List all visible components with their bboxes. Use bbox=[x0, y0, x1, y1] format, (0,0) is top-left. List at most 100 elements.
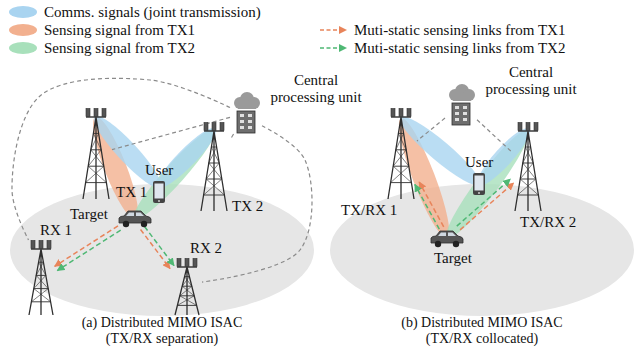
antenna-panel bbox=[407, 109, 411, 117]
antenna-panel bbox=[212, 123, 216, 131]
antenna-panel bbox=[102, 109, 106, 117]
tower-brace bbox=[86, 166, 107, 182]
phone-button bbox=[158, 200, 160, 202]
comms-beam bbox=[394, 110, 486, 192]
tower-brace bbox=[525, 147, 530, 148]
tower-legs bbox=[515, 131, 541, 211]
node-label: TX 2 bbox=[232, 198, 263, 215]
legend-swatch bbox=[9, 24, 37, 36]
antenna-panel bbox=[39, 241, 43, 249]
tower-brace bbox=[182, 277, 192, 287]
antenna-panel bbox=[391, 109, 395, 117]
ground-area bbox=[10, 184, 314, 316]
phone-screen bbox=[475, 176, 484, 191]
tower-node: TX 1 bbox=[80, 108, 112, 200]
tower-icon bbox=[172, 258, 202, 316]
tower-legs bbox=[388, 117, 414, 199]
tower-brace bbox=[523, 147, 533, 163]
legend-sample bbox=[318, 41, 348, 55]
node-label: RX 2 bbox=[190, 240, 222, 257]
car-wheel bbox=[123, 221, 129, 227]
tower-icon bbox=[26, 240, 56, 316]
car-node: Target bbox=[118, 208, 152, 228]
server-window bbox=[240, 114, 244, 117]
antenna-panel bbox=[86, 109, 90, 117]
legend-line-sample bbox=[320, 29, 340, 31]
tower-icon bbox=[198, 122, 230, 212]
legend-text: Sensing signal from TX2 bbox=[44, 39, 195, 57]
phone-body bbox=[153, 181, 165, 203]
antenna-panel bbox=[220, 123, 224, 131]
tower-node: TX/RX 1 bbox=[385, 108, 417, 200]
tower-brace bbox=[398, 133, 403, 134]
legend-text: Muti-static sensing links from TX2 bbox=[354, 39, 565, 57]
backhaul-link bbox=[202, 126, 312, 282]
legend-text: Muti-static sensing links from TX1 bbox=[354, 21, 565, 39]
car-body bbox=[431, 231, 463, 243]
tower-brace bbox=[88, 150, 104, 166]
node-label: User bbox=[465, 154, 493, 171]
sensing-link bbox=[145, 226, 174, 265]
tower-node: TX 2 bbox=[198, 122, 230, 212]
antenna-panel bbox=[185, 259, 189, 267]
legend-swatch bbox=[9, 42, 37, 54]
tower-brace bbox=[211, 147, 216, 148]
antenna-panel bbox=[534, 123, 538, 131]
phone-icon bbox=[152, 180, 166, 204]
tower-brace bbox=[391, 166, 412, 182]
tower-brace bbox=[520, 163, 536, 179]
legend-swatch bbox=[9, 6, 37, 18]
cpu-node: Central processing unit bbox=[230, 92, 262, 134]
server-window bbox=[455, 106, 459, 109]
sensing-link bbox=[419, 182, 444, 227]
phone-node: User bbox=[472, 172, 486, 196]
tower-brace bbox=[209, 163, 219, 164]
cpu-icon bbox=[445, 84, 477, 126]
tower-brace bbox=[88, 166, 104, 167]
tower-brace bbox=[396, 133, 406, 149]
phone-body bbox=[473, 173, 485, 195]
legend-sample bbox=[8, 23, 38, 37]
server-building bbox=[237, 111, 255, 133]
legend-entry: Muti-static sensing links from TX2 bbox=[318, 39, 565, 57]
server-building bbox=[452, 103, 470, 125]
backhaul-link bbox=[417, 118, 445, 141]
phone-icon bbox=[472, 172, 486, 196]
server-window bbox=[455, 112, 459, 115]
legend-arrowhead bbox=[339, 44, 347, 52]
car-wheel bbox=[453, 241, 459, 247]
tower-brace bbox=[34, 275, 48, 288]
antenna-panel bbox=[177, 259, 181, 267]
car-window bbox=[448, 233, 456, 237]
tower-brace bbox=[206, 179, 222, 180]
car-window bbox=[126, 213, 134, 217]
antenna-panel bbox=[204, 123, 208, 131]
tower-legs bbox=[29, 249, 53, 315]
server-window bbox=[455, 118, 459, 121]
tower-icon bbox=[80, 108, 112, 200]
tower-icon bbox=[512, 122, 544, 212]
tower-brace bbox=[209, 147, 219, 163]
legend-sample bbox=[8, 41, 38, 55]
legend-line-sample bbox=[320, 47, 340, 49]
antenna-panel bbox=[526, 123, 530, 131]
backhaul-link bbox=[12, 78, 230, 240]
tower-brace bbox=[36, 275, 46, 276]
server-window bbox=[240, 120, 244, 123]
server-window bbox=[463, 106, 467, 109]
tower-brace bbox=[206, 163, 222, 179]
tower-brace bbox=[177, 296, 196, 306]
node-label: Target bbox=[434, 250, 472, 267]
tower-brace bbox=[86, 182, 107, 183]
legend-entry: Comms. signals (joint transmission) bbox=[8, 3, 261, 21]
tower-brace bbox=[180, 295, 194, 296]
tower-node: RX 1 bbox=[26, 240, 56, 316]
antenna-panel bbox=[94, 109, 98, 117]
server-window bbox=[240, 126, 244, 129]
server-window bbox=[248, 126, 252, 129]
backhaul-link bbox=[477, 120, 512, 152]
car-window bbox=[438, 233, 446, 237]
tower-node: RX 2 bbox=[172, 258, 202, 316]
legend-entry: Muti-static sensing links from TX1 bbox=[318, 21, 565, 39]
server-window bbox=[248, 120, 252, 123]
